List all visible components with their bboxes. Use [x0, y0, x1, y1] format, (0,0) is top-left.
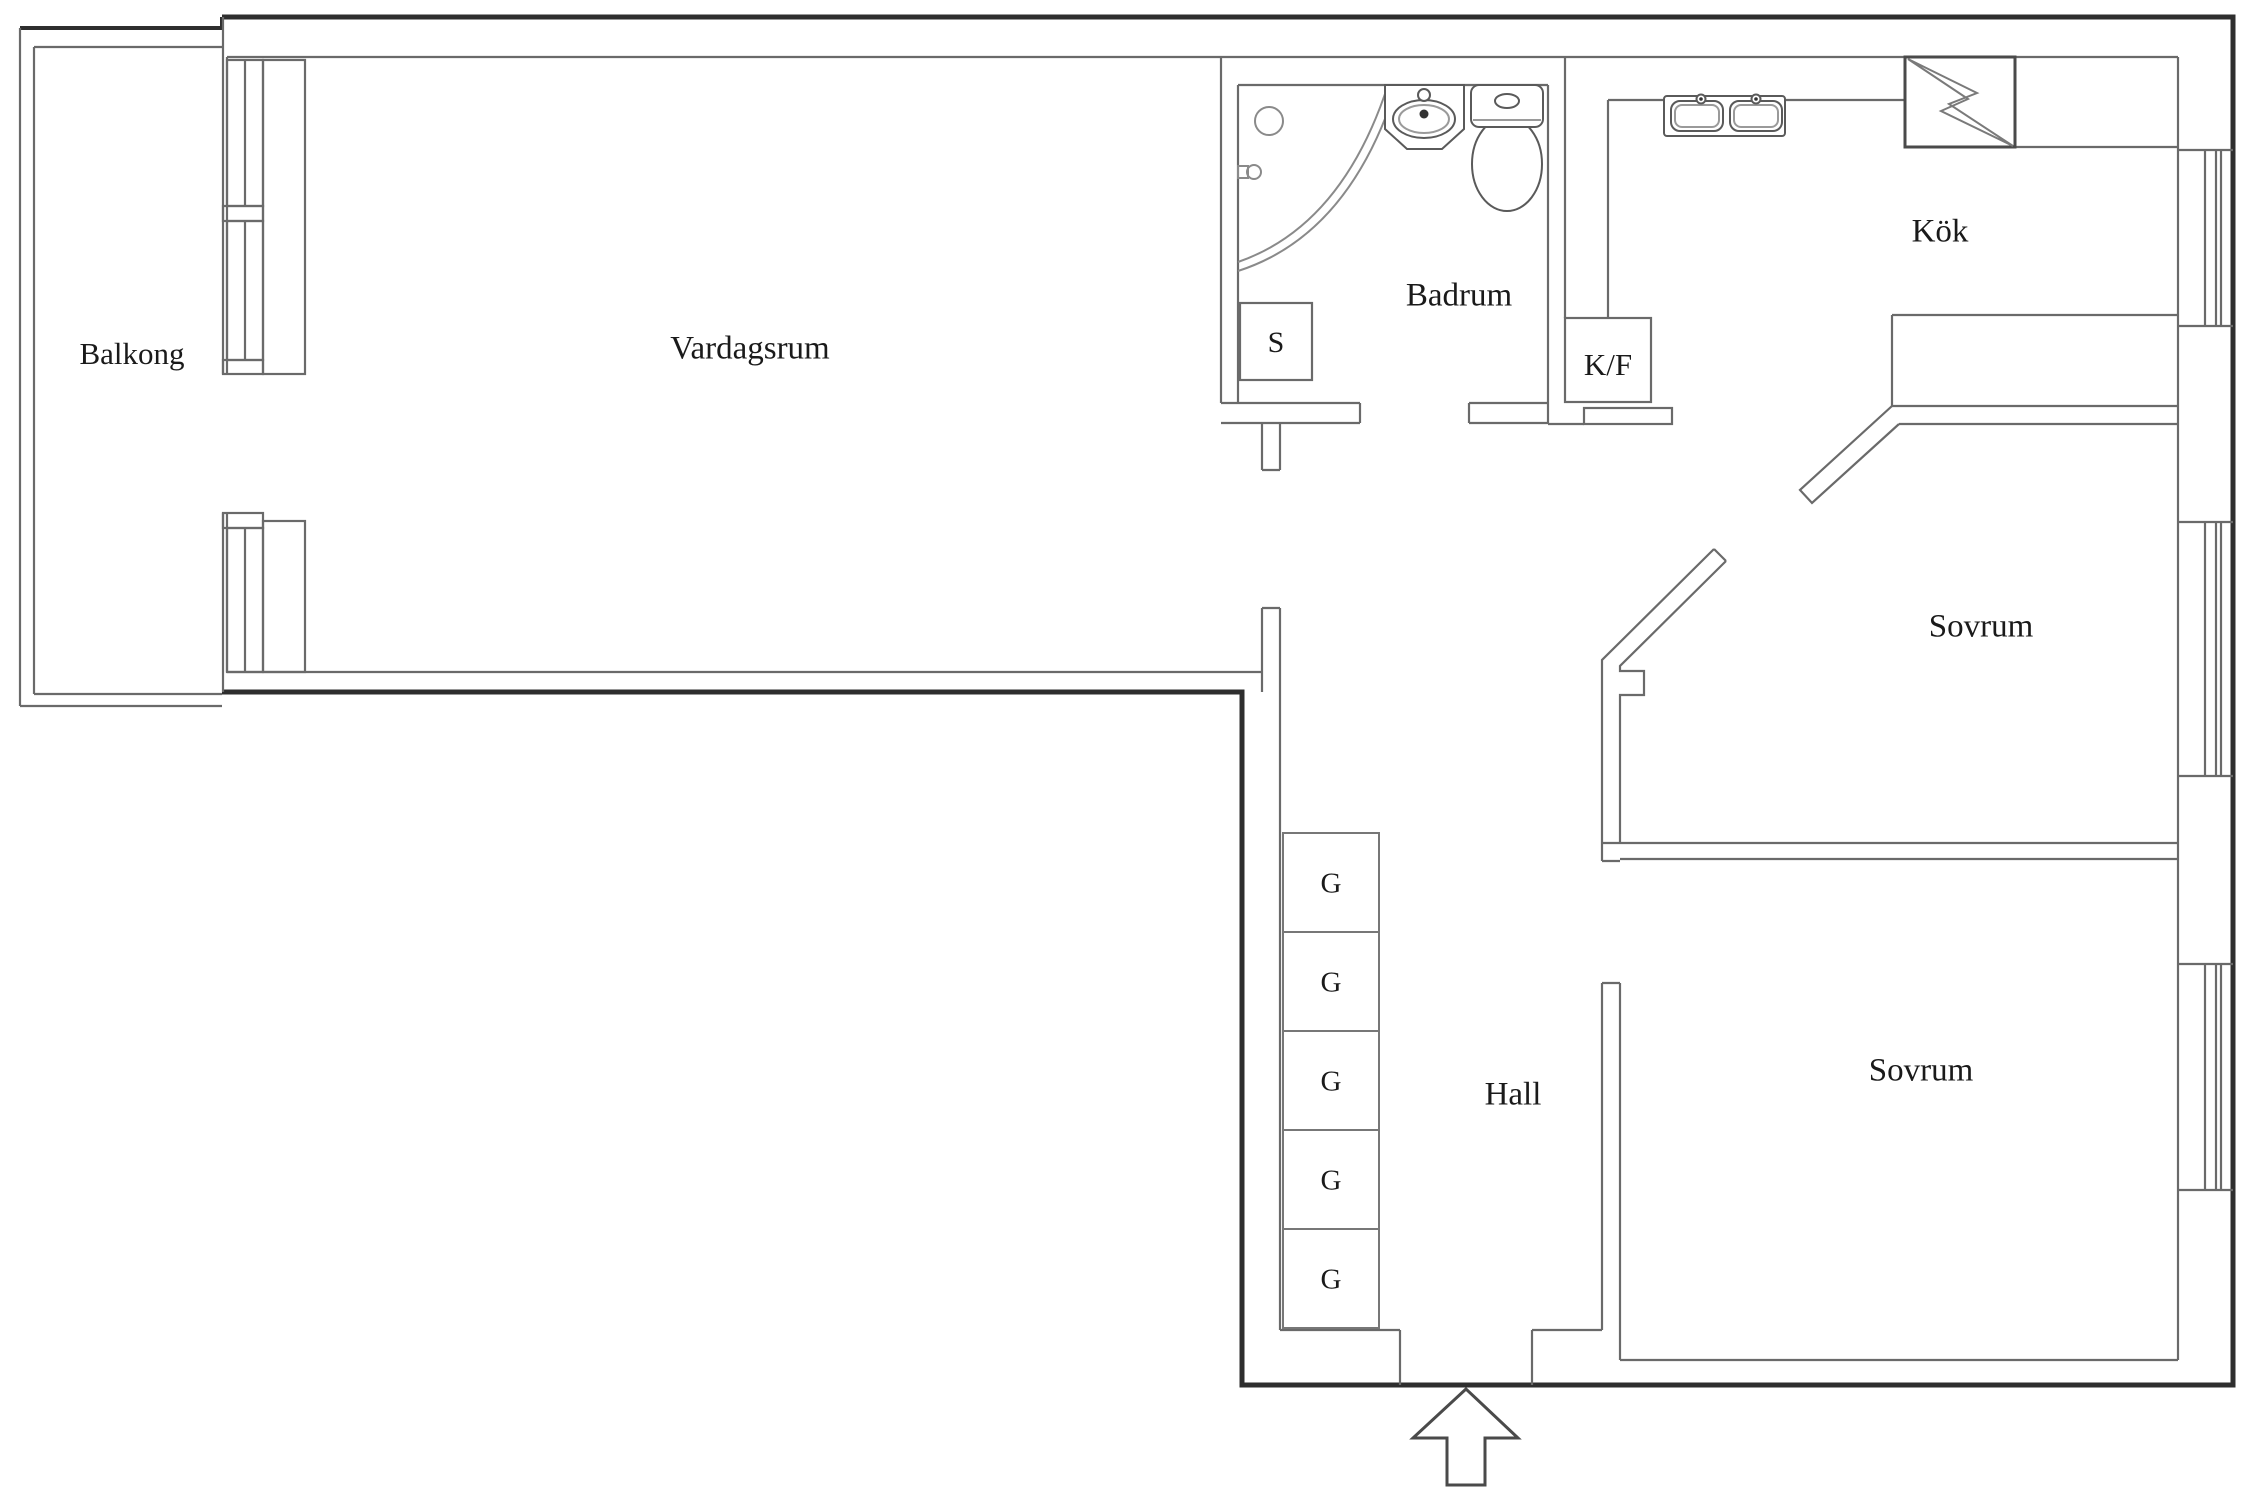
- bathroom-east-wall: [1546, 57, 1567, 403]
- right-wall-windows: [2178, 148, 2233, 1192]
- shower-icon: [1237, 84, 1398, 272]
- window-cap: [221, 358, 265, 376]
- balcony-rail-bottom: [20, 692, 222, 708]
- balcony: [18, 28, 222, 708]
- hall-bedroom2-partition: [1600, 981, 1622, 1360]
- window-kitchen: [2178, 148, 2233, 328]
- kitchen-fixtures: [1563, 55, 2017, 404]
- sink-basin-right-inner: [1733, 104, 1779, 128]
- toilet-bowl: [1471, 116, 1543, 212]
- kitchen-doorway-ledge: [1582, 406, 1674, 426]
- window-sill-box: [261, 58, 307, 376]
- bathroom-west-wall: [1219, 57, 1240, 403]
- sink-drain-dot: [1419, 109, 1429, 119]
- closet-label-g: G: [1321, 868, 1342, 900]
- balcony-windows: [221, 17, 307, 692]
- closet-label-g: G: [1321, 967, 1342, 999]
- sink-tap: [1417, 88, 1431, 102]
- bedroom-divider-wall: [1602, 841, 2178, 861]
- entrance-arrow-icon: [1409, 1386, 1522, 1487]
- room-label-balcony: Balkong: [79, 336, 184, 371]
- g-closet-row: [1282, 832, 1380, 1329]
- room-label-bedroom-bottom: Sovrum: [1869, 1053, 1974, 1089]
- wardrobe-outline: [1890, 313, 2178, 408]
- bottom-wall-inner: [1280, 1328, 2178, 1385]
- room-label-fridge-freezer: K/F: [1584, 347, 1632, 382]
- room-label-bedroom-top: Sovrum: [1929, 609, 2034, 645]
- room-label-closet-s: S: [1268, 326, 1285, 359]
- closet-s-box: [1238, 301, 1314, 382]
- window-sill-box: [261, 519, 307, 674]
- closet-label-g: G: [1321, 1264, 1342, 1296]
- closet-label-g: G: [1321, 1066, 1342, 1098]
- shower-drain-icon: [1254, 106, 1284, 136]
- west-wall-lines: [221, 17, 229, 692]
- diagonal-wall-upper: [1798, 405, 1900, 505]
- balcony-rail-left: [18, 28, 36, 706]
- window-divider: [221, 204, 265, 223]
- sink-tap-dot: [1699, 97, 1703, 101]
- kitchen-sink-icon: [1663, 93, 1786, 137]
- sink-tap-dot: [1754, 97, 1758, 101]
- bathroom-sink-icon: [1384, 84, 1465, 150]
- room-labels: Balkong Vardagsrum Badrum Kök K/F S Sovr…: [79, 214, 2033, 1296]
- window-cap: [221, 511, 265, 530]
- toilet-icon: [1470, 84, 1544, 212]
- interior-walls: [227, 55, 2180, 1385]
- stove-icon: [1903, 55, 2017, 149]
- room-label-kitchen: Kök: [1912, 214, 1969, 250]
- balcony-top-step: [20, 17, 224, 30]
- hall-west-wall: [1260, 606, 1282, 1330]
- closet-label-g: G: [1321, 1165, 1342, 1197]
- sink-basin-left-inner: [1674, 104, 1720, 128]
- room-label-hall: Hall: [1485, 1077, 1542, 1113]
- outer-walls: [20, 14, 2236, 1388]
- shower-screen-arc: [1237, 84, 1398, 272]
- toilet-flush-button: [1494, 93, 1520, 109]
- room-label-bathroom: Badrum: [1406, 278, 1513, 314]
- fridge-freezer-box: [1563, 316, 1653, 404]
- shower-head-icon: [1246, 164, 1262, 180]
- window-bedroom-bottom: [2178, 962, 2233, 1192]
- sink-basin-inner: [1398, 104, 1450, 134]
- diagonal-wall-lower: [1600, 548, 1727, 863]
- room-label-living-room: Vardagsrum: [670, 331, 830, 367]
- apartment-outline: [222, 14, 2236, 1388]
- bathroom-fixtures: [1237, 84, 1544, 382]
- bathroom-bottom-wall: [1221, 401, 1584, 472]
- window-bedroom-top: [2178, 520, 2233, 778]
- stove-lightning-bolt: [1907, 58, 2014, 147]
- g-closet-box: [1282, 1228, 1380, 1329]
